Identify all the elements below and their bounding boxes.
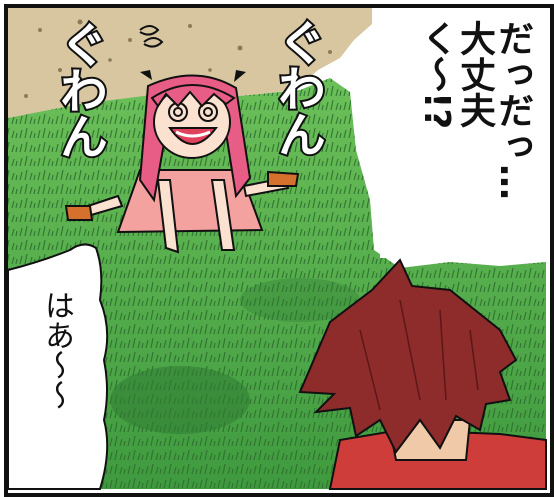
red-haired-boy <box>298 258 547 490</box>
exclaim-line-3: く〜!? <box>416 20 457 130</box>
speech-bubble <box>380 8 548 258</box>
sfx-dizzy-1: ぐわん <box>267 16 327 158</box>
dizzy-swirl-icon <box>139 25 164 48</box>
exclaim-line-2: 大丈夫 <box>454 20 495 128</box>
pink-haired-girl <box>64 25 300 254</box>
sfx-dizzy-2: ぐわん <box>49 18 109 160</box>
sigh-text: はあ〜〜 <box>39 290 74 410</box>
exclaim-line-1: だっだっ… <box>492 20 533 200</box>
dirt-ground <box>8 8 372 130</box>
grass-shadow <box>110 366 250 434</box>
